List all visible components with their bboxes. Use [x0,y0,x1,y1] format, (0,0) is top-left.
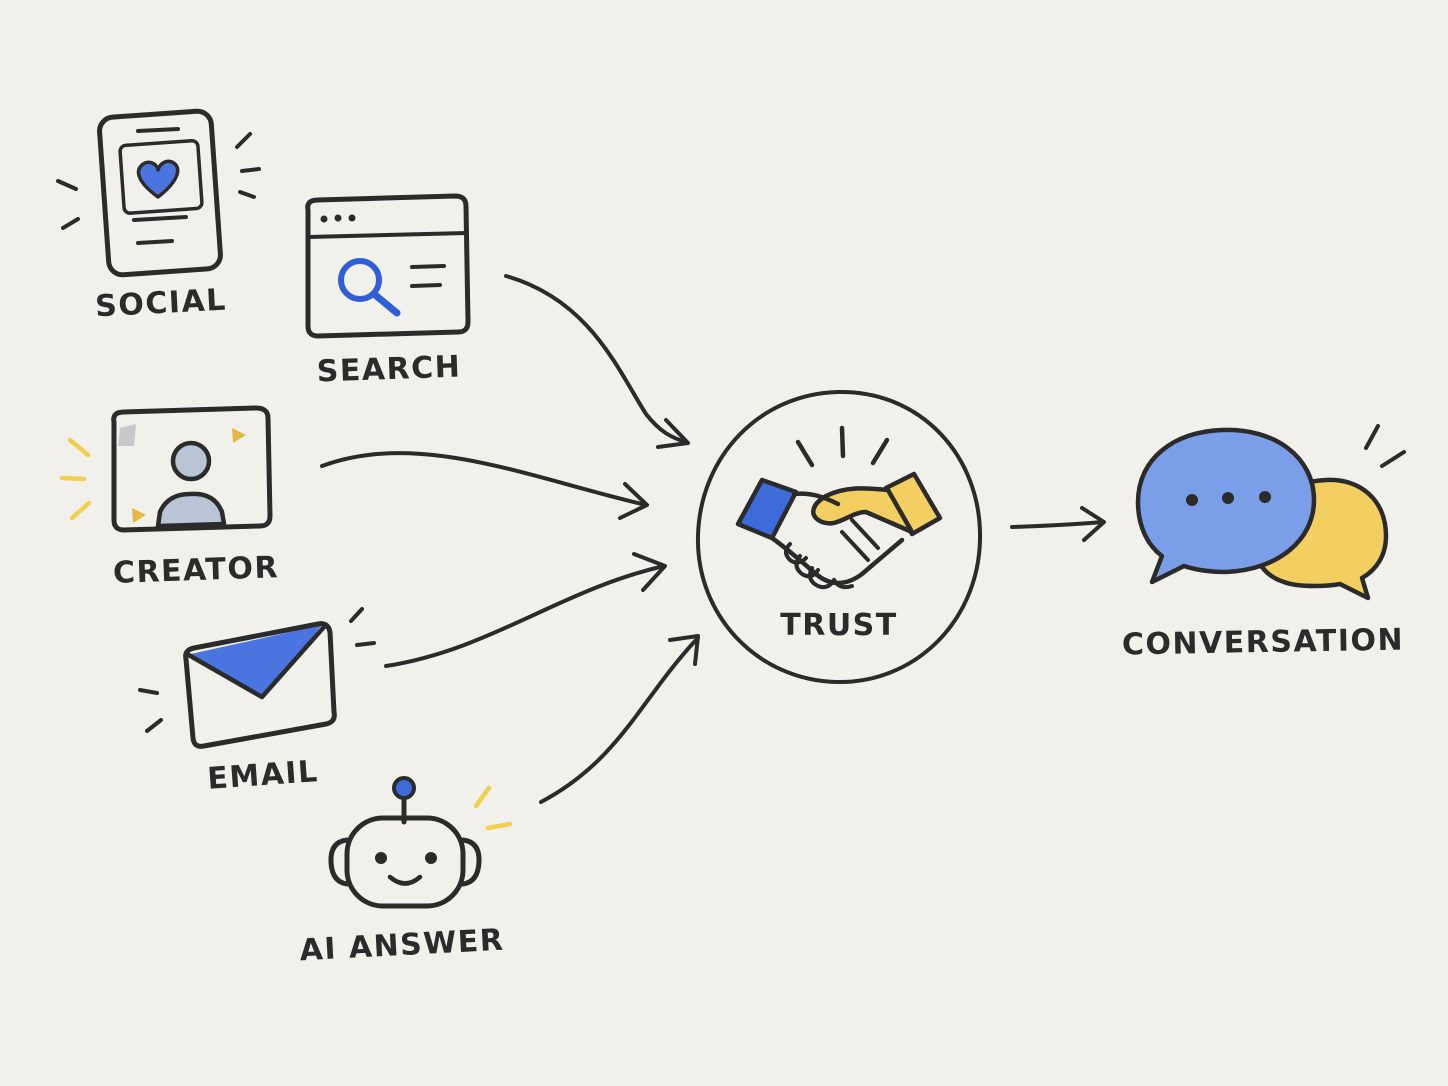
search-label: SEARCH [316,349,462,390]
robot-icon [328,776,513,909]
social-label: SOCIAL [94,282,228,325]
phone-heart-icon [56,108,261,278]
arrows-to-trust [320,274,700,804]
handshake-icon [735,425,943,590]
chat-bubbles-icon [1135,424,1406,601]
envelope-icon [138,607,376,749]
browser-search-icon [305,193,471,339]
trust-circle [695,389,983,685]
trust-label: TRUST [780,608,898,643]
conversation-label: CONVERSATION [1121,622,1405,663]
creator-video-icon [59,405,273,533]
creator-label: CREATOR [112,550,280,591]
arrow-to-conversation [1010,506,1106,542]
